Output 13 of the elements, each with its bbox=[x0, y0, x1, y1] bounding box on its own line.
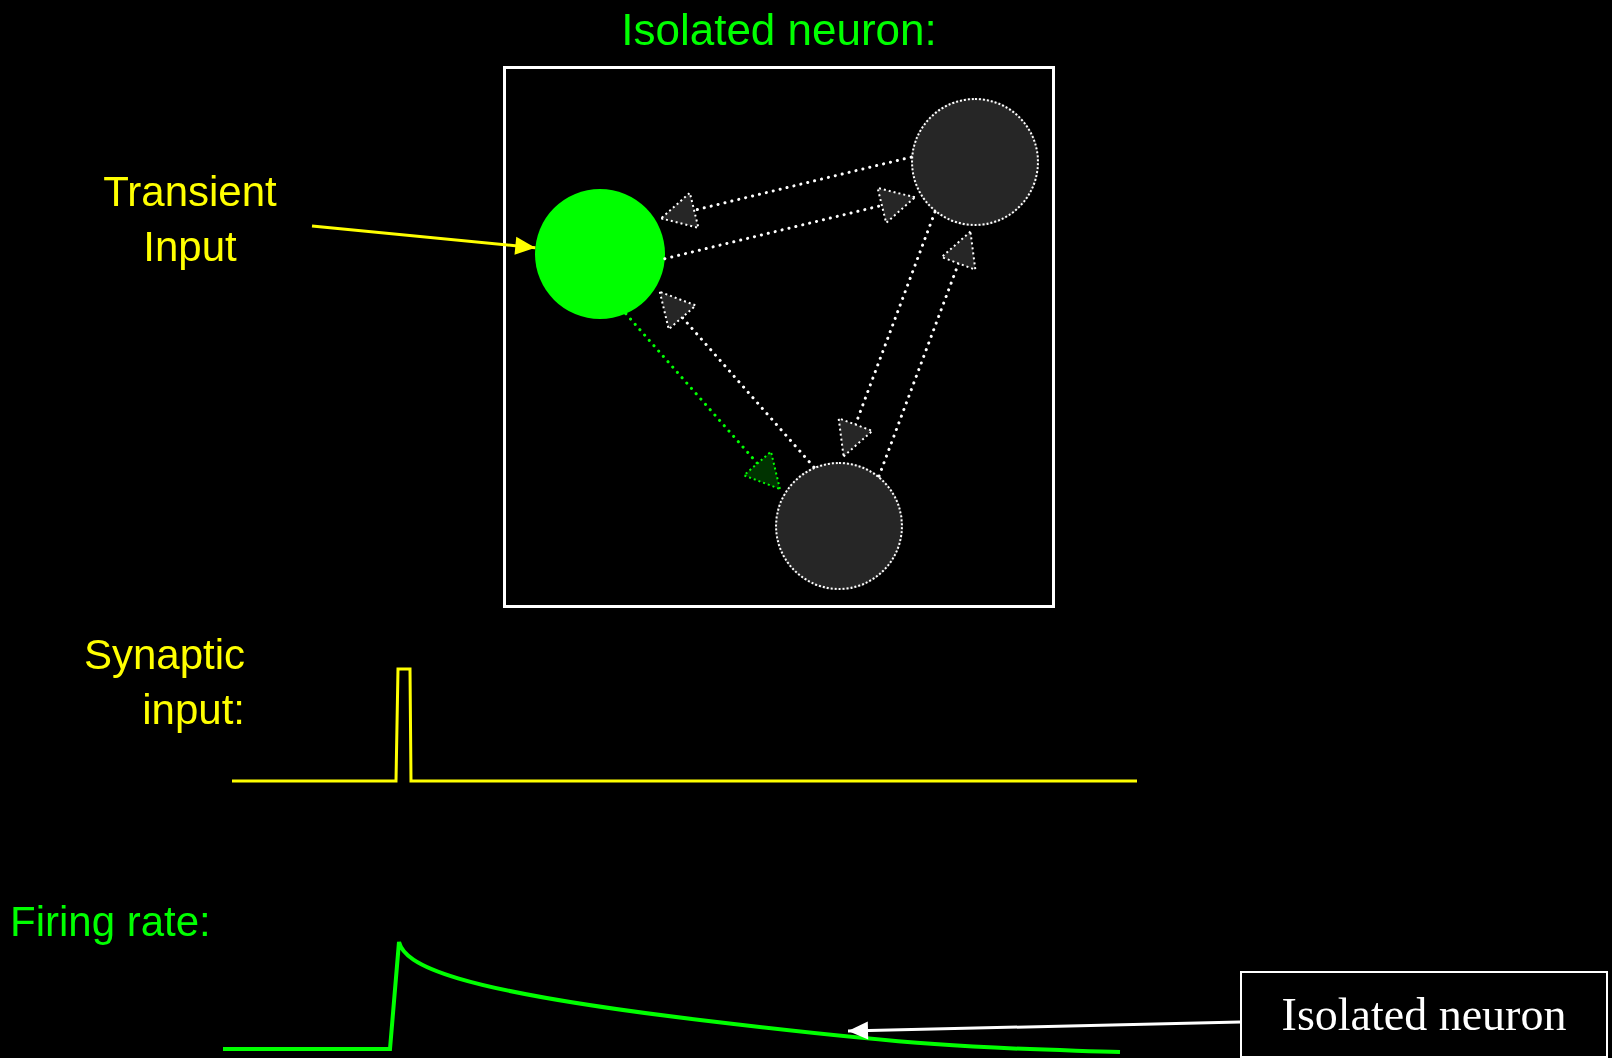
synapse-arrow bbox=[837, 210, 937, 458]
synapse-arrow bbox=[659, 155, 913, 229]
arrow bbox=[311, 224, 536, 255]
callout-box: Isolated neuron bbox=[1240, 971, 1608, 1058]
axis-label: Firing rate: bbox=[10, 897, 212, 947]
synapse-arrow bbox=[624, 312, 782, 491]
title-text: Isolated neuron: bbox=[620, 5, 938, 55]
synapse-arrow bbox=[658, 290, 816, 469]
arrow bbox=[847, 1020, 1241, 1040]
input-label: Transient Input bbox=[102, 167, 278, 272]
synapse-arrow bbox=[877, 230, 977, 478]
axis-label: Synaptic input: bbox=[82, 630, 245, 735]
synapse-arrow bbox=[663, 186, 917, 261]
